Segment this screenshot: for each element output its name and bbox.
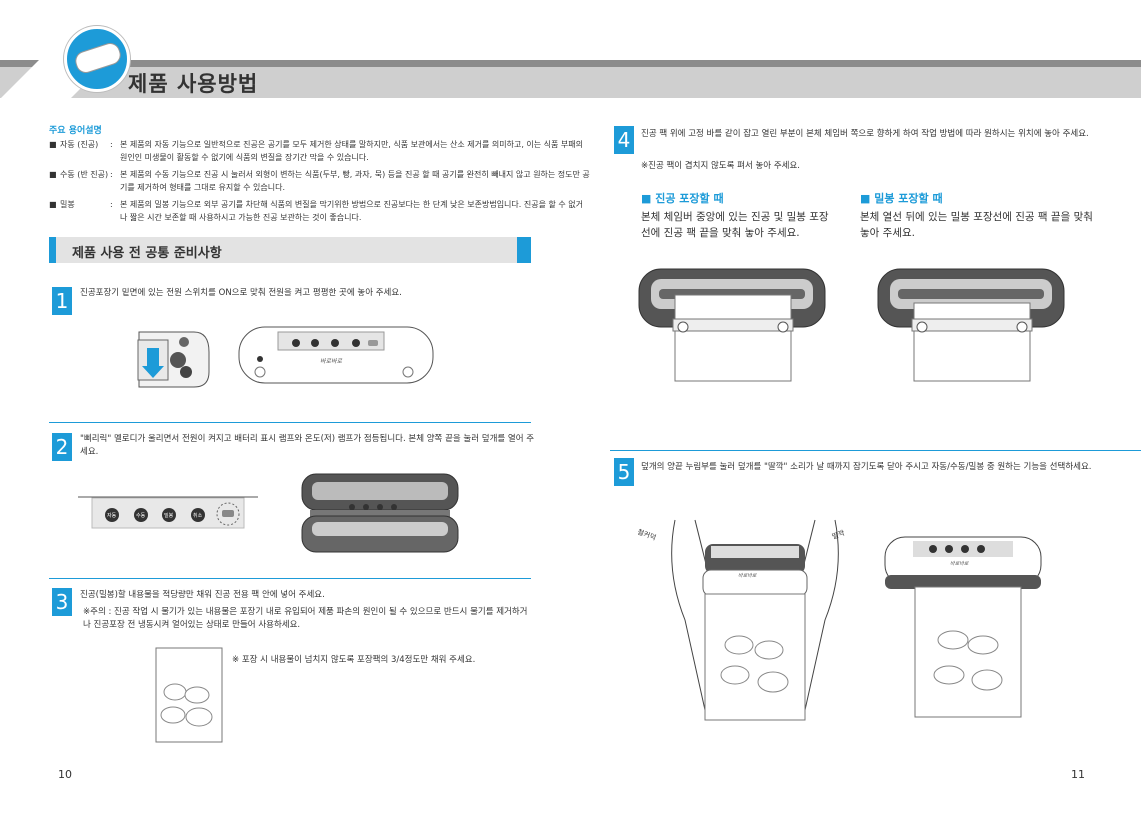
vacuum-text: 본체 체임버 중앙에 있는 진공 및 밀봉 포장선에 진공 팩 끝을 맞춰 놓아… — [641, 211, 829, 239]
term-colon: : — [110, 170, 113, 179]
step-3-text: 진공(밀봉)할 내용물을 적당량만 채워 진공 전용 팩 안에 넣어 주세요. — [80, 590, 325, 600]
page-title: 제품 사용방법 — [128, 72, 259, 96]
step-4-text: 진공 팩 위에 고정 바를 같이 잡고 열린 부분이 본체 체임버 쪽으로 향하… — [641, 129, 1089, 139]
device-top-panel-illustration — [238, 326, 434, 384]
device-thumbnail — [72, 40, 124, 76]
term-desc: 본 제품의 밀봉 기능으로 외부 공기를 차단해 식품의 변질을 막기위한 방법… — [120, 200, 584, 222]
open-device-illustration — [301, 473, 459, 553]
seal-position-illustration — [877, 268, 1065, 382]
term-colon: : — [110, 140, 113, 149]
term-auto: ■ 자동 (진공) : 본 제품의 자동 기능으로 일반적으로 진공은 공기를 … — [49, 138, 583, 164]
divider — [610, 450, 1141, 451]
device-bottom-switch-illustration — [137, 331, 210, 388]
bullet-icon: ■ — [49, 170, 57, 179]
btn-seal-label: 밀봉 — [164, 513, 174, 519]
step-4-number: 4 — [614, 126, 634, 154]
term-name: 수동 (반 진공) — [60, 170, 109, 179]
seal-text: 본체 열선 뒤에 있는 밀봉 포장선에 진공 팩 끝을 맞춰 놓아 주세요. — [860, 211, 1093, 239]
control-panel-illustration — [78, 496, 258, 529]
device-logo: 바로바로 — [320, 358, 343, 365]
term-desc: 본 제품의 자동 기능으로 일반적으로 진공은 공기를 모두 제거한 상태를 말… — [120, 140, 584, 162]
device-logo-closing: 바로바로 — [738, 573, 757, 579]
step-3-caution: ※주의 : 진공 작업 시 물기가 있는 내용물은 포장기 내로 유입되어 제품… — [83, 607, 528, 630]
arrow-down-head-icon — [142, 366, 164, 378]
term-desc: 본 제품의 수동 기능으로 진공 시 눌러서 외형이 변하는 식품(두부, 빵,… — [120, 170, 590, 192]
header-device-icon — [64, 26, 130, 92]
term-colon: : — [110, 200, 113, 209]
header-band-dark — [0, 60, 1141, 67]
section-accent-left — [49, 237, 56, 263]
btn-cancel-label: 취소 — [193, 513, 203, 519]
divider — [49, 578, 531, 579]
section-accent-right — [517, 237, 531, 263]
term-name: 밀봉 — [60, 200, 75, 209]
term-seal: ■ 밀봉 : 본 제품의 밀봉 기능으로 외부 공기를 차단해 식품의 변질을 … — [49, 198, 583, 224]
step-2-number: 2 — [52, 433, 72, 461]
section-title: 제품 사용 전 공통 준비사항 — [72, 246, 222, 261]
page-number-left: 10 — [58, 768, 72, 781]
step-5-text: 덮개의 양끝 누림부를 눌러 덮개를 "딸깍" 소리가 날 때까지 잠기도록 닫… — [641, 462, 1092, 472]
btn-auto-label: 자동 — [107, 513, 117, 519]
bullet-icon: ■ — [49, 200, 57, 209]
seal-heading: ■ 밀봉 포장할 때 — [860, 192, 943, 205]
arrow-down-icon — [147, 348, 159, 368]
term-name: 자동 (진공) — [60, 140, 99, 149]
step-3-number: 3 — [52, 588, 72, 616]
step-3-fill-note: ※ 포장 시 내용물이 넘치지 않도록 포장팩의 3/4정도만 채워 주세요. — [232, 655, 476, 665]
filled-bag-illustration — [155, 647, 223, 743]
terms-title: 주요 용어설명 — [49, 126, 102, 136]
device-logo-closed: 바로바로 — [950, 561, 969, 567]
closing-lid-illustration — [671, 519, 839, 721]
step-1-number: 1 — [52, 287, 72, 315]
step-1-text: 진공포장기 밑면에 있는 전원 스위치를 ON으로 맞춰 전원을 켜고 평평한 … — [80, 288, 402, 298]
btn-manual-label: 수동 — [136, 513, 146, 519]
vacuum-heading: ■ 진공 포장할 때 — [641, 192, 724, 205]
step-4-note: ※진공 팩이 겹치지 않도록 펴서 놓아 주세요. — [641, 161, 800, 171]
divider — [49, 422, 531, 423]
term-manual: ■ 수동 (반 진공) : 본 제품의 수동 기능으로 진공 시 눌러서 외형이… — [49, 168, 590, 194]
closed-device-illustration — [884, 536, 1042, 718]
vacuum-position-illustration — [638, 268, 826, 382]
page-number-right: 11 — [1071, 768, 1085, 781]
bullet-icon: ■ — [49, 140, 57, 149]
step-2-text: "삐리릭" 멜로디가 울리면서 전원이 켜지고 배터리 표시 램프와 온도(저)… — [80, 434, 535, 457]
step-5-number: 5 — [614, 458, 634, 486]
section-heading-bg — [49, 237, 531, 263]
